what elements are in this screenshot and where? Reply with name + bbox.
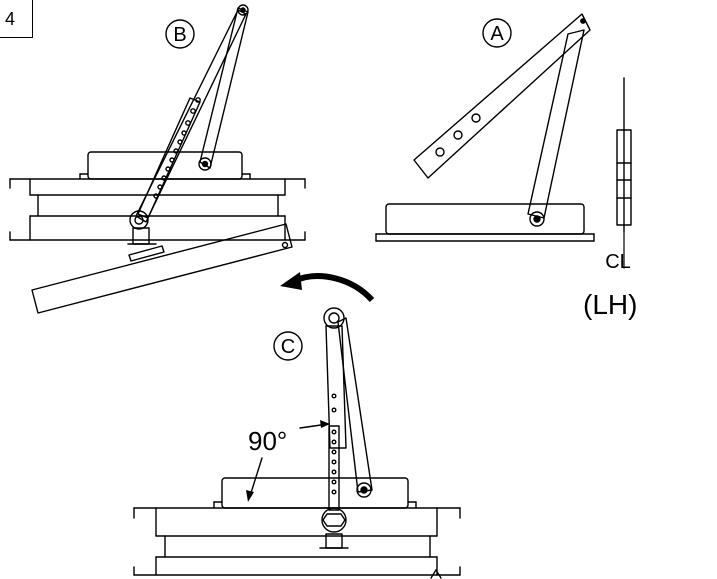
step-number: 4 [5, 9, 16, 29]
view-a-label: A [490, 23, 504, 45]
view-c-label-circle [273, 331, 303, 361]
view-c-label: C [281, 336, 295, 358]
view-a-label-circle [482, 18, 512, 48]
view-c [133, 307, 461, 579]
hand-label: (LH) [583, 289, 637, 320]
view-b-label: B [173, 24, 186, 46]
centerline-symbol: CL [605, 251, 631, 273]
rotation-arrow [280, 272, 375, 303]
view-b [9, 4, 306, 314]
view-a [375, 13, 595, 242]
angle-label: 90° [248, 426, 287, 456]
step-number-box: 4 [0, 0, 33, 38]
view-b-label-circle [165, 19, 195, 49]
hinge-centerline [616, 77, 632, 269]
